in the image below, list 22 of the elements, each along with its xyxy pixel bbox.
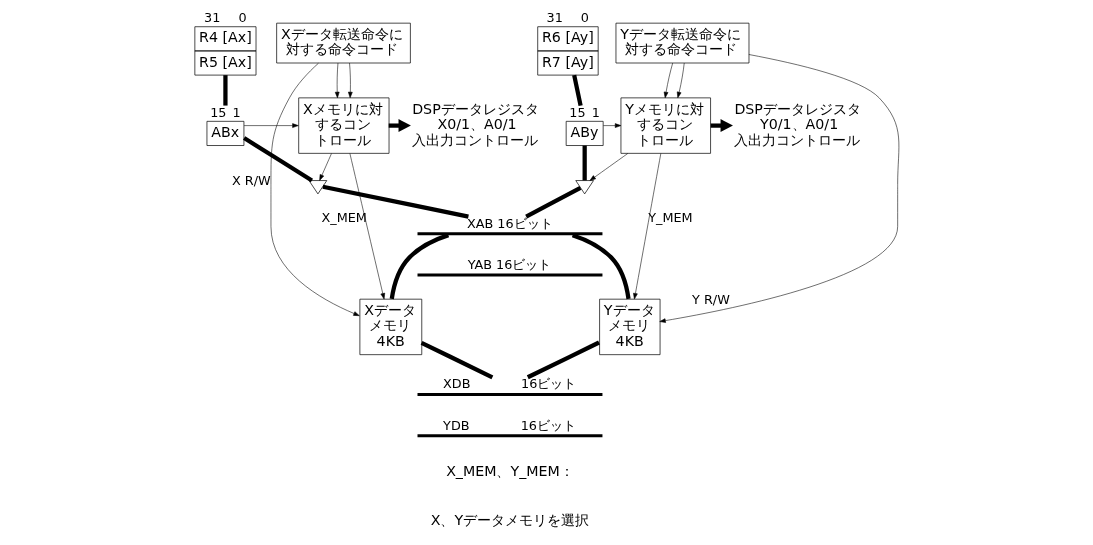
node-label: 0	[580, 10, 589, 26]
node-label: XAB 16ビット	[466, 215, 553, 231]
node-label: 16ビット	[520, 376, 576, 392]
edge-label: X_MEM	[321, 210, 367, 226]
edge-label: Y R/W	[691, 292, 730, 308]
node-label: 1	[232, 104, 241, 120]
edge-label: Y_MEM	[647, 210, 693, 226]
node-text: DSPデータレジスタ X0/1、A0/1 入出力コントロール	[411, 100, 539, 148]
node-label: YDB	[442, 417, 470, 433]
node-label: 31	[203, 10, 220, 26]
node-label: 15	[209, 104, 226, 120]
node-label: XDB	[442, 376, 471, 392]
node-label: 0	[238, 10, 247, 26]
node-label: 15	[568, 104, 586, 120]
edge-label: X R/W	[231, 173, 271, 189]
node-label: 16ビット	[520, 417, 576, 433]
label: X_MEM、Y_MEM：	[445, 463, 574, 480]
label: X、Yデータメモリを選択	[430, 511, 589, 528]
node-label: YAB 16ビット	[467, 256, 551, 272]
node-label: 31	[546, 10, 563, 26]
node-label: 1	[591, 104, 600, 120]
node-text: DSPデータレジスタ Y0/1、A0/1 入出力コントロール	[733, 100, 861, 148]
